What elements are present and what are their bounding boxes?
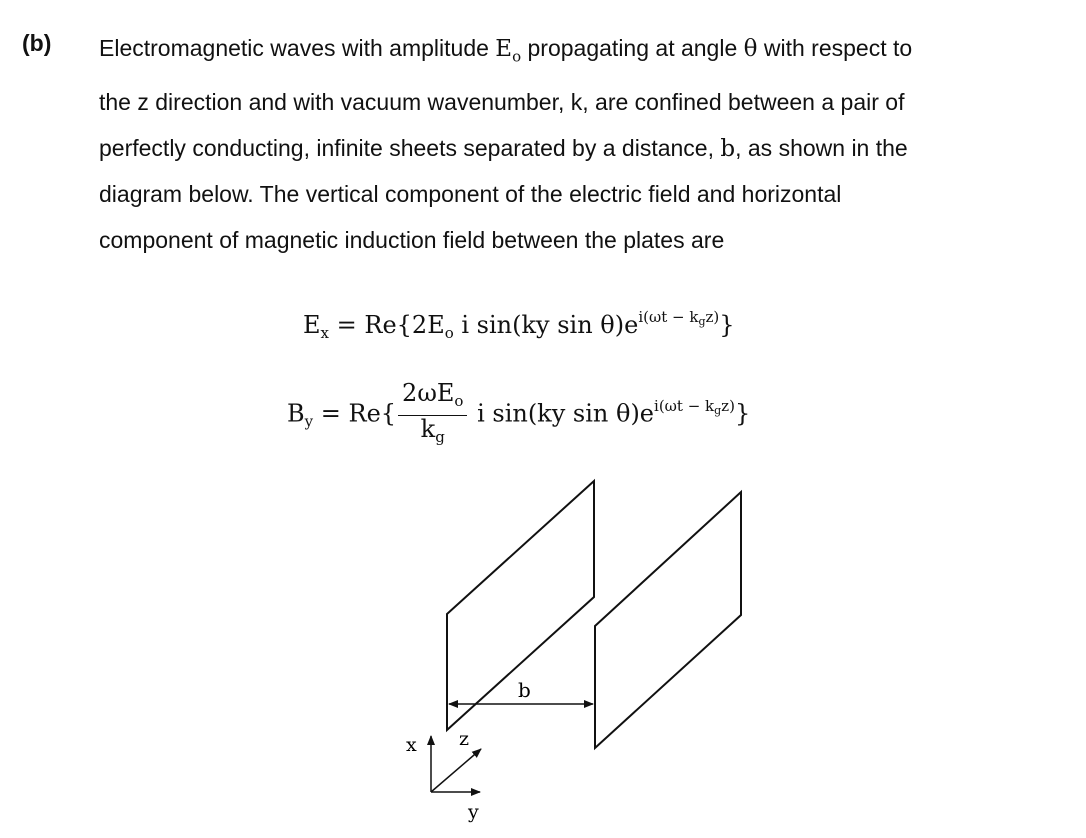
- text-line-2: the z direction and with vacuum wavenumb…: [99, 89, 905, 116]
- problem-text: Electromagnetic waves with amplitude Eo …: [99, 26, 1059, 263]
- distance-symbol: b: [720, 135, 736, 162]
- right-plate: [594, 489, 742, 751]
- left-plate: [446, 478, 595, 733]
- theta-symbol: θ: [743, 36, 758, 62]
- x-axis-label: x: [406, 734, 417, 756]
- z-axis-label: z: [459, 728, 469, 750]
- y-axis-label: y: [467, 801, 479, 823]
- part-label: (b): [22, 30, 52, 56]
- gap-label: b: [518, 678, 531, 702]
- text-line-1: Electromagnetic waves with amplitude Eo …: [99, 35, 913, 66]
- text-line-3: perfectly conducting, infinite sheets se…: [99, 134, 908, 162]
- text-line-4: diagram below. The vertical component of…: [99, 181, 842, 208]
- equation-ex: Ex = Re{2Eo i sin(ky sin θ)ei(ωt − kgz)}: [303, 308, 735, 342]
- amplitude-symbol: Eo: [495, 36, 522, 66]
- text-line-5: component of magnetic induction field be…: [99, 226, 725, 253]
- z-axis-arrow: [430, 748, 482, 793]
